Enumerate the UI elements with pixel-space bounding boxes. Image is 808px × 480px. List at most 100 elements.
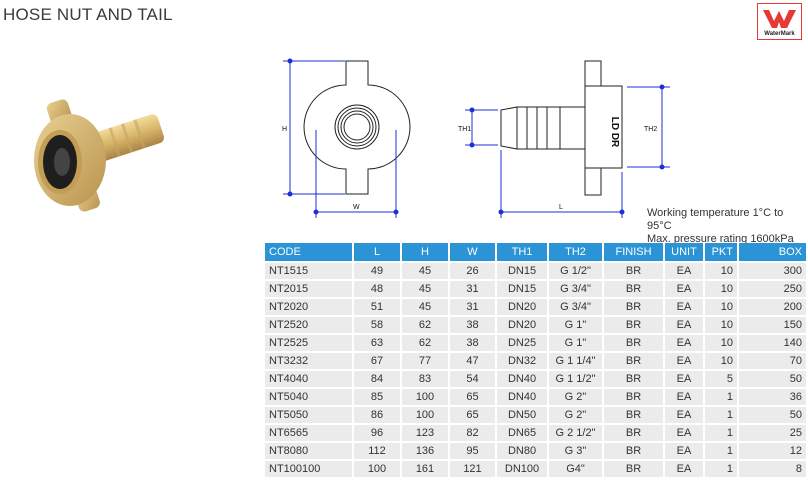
column-header-code: CODE <box>263 243 354 263</box>
cell-w: 38 <box>448 315 497 335</box>
cell-finish: BR <box>602 333 665 353</box>
cell-unit: EA <box>663 369 705 389</box>
cell-unit: EA <box>663 333 705 353</box>
dim-l-label: L <box>559 204 563 211</box>
cell-w: 65 <box>448 387 497 407</box>
cell-code: NT2525 <box>263 333 354 353</box>
cell-th2: G 2 1/2" <box>547 423 604 443</box>
cell-th1: DN15 <box>495 279 549 299</box>
cell-th2: G 2" <box>547 405 604 425</box>
cell-l: 86 <box>352 405 402 425</box>
cell-l: 48 <box>352 279 402 299</box>
cell-l: 51 <box>352 297 402 317</box>
cell-code: NT6565 <box>263 423 354 443</box>
cell-finish: BR <box>602 297 665 317</box>
cell-th2: G 1" <box>547 315 604 335</box>
cell-l: 100 <box>352 459 402 479</box>
cell-code: NT3232 <box>263 351 354 371</box>
dim-w-label: W <box>353 204 360 211</box>
column-header-box: BOX <box>737 243 808 263</box>
cell-pkt: 1 <box>703 441 739 461</box>
cell-h: 100 <box>400 387 450 407</box>
cell-w: 54 <box>448 369 497 389</box>
cell-h: 123 <box>400 423 450 443</box>
cell-finish: BR <box>602 315 665 335</box>
cell-h: 161 <box>400 459 450 479</box>
cell-finish: BR <box>602 261 665 281</box>
cell-h: 45 <box>400 279 450 299</box>
cell-box: 70 <box>737 351 808 371</box>
cell-pkt: 10 <box>703 297 739 317</box>
cell-code: NT2520 <box>263 315 354 335</box>
max-pressure: Max. pressure rating 1600kPa <box>647 233 794 245</box>
cell-unit: EA <box>663 279 705 299</box>
cell-th1: DN50 <box>495 405 549 425</box>
cell-finish: BR <box>602 423 665 443</box>
cell-unit: EA <box>663 423 705 443</box>
cell-l: 63 <box>352 333 402 353</box>
cell-pkt: 10 <box>703 333 739 353</box>
cell-pkt: 1 <box>703 423 739 443</box>
cell-box: 250 <box>737 279 808 299</box>
column-header-th2: TH2 <box>547 243 604 263</box>
cell-th2: G 1" <box>547 333 604 353</box>
cell-th1: DN20 <box>495 315 549 335</box>
page-title: HOSE NUT AND TAIL <box>3 5 173 24</box>
cell-unit: EA <box>663 297 705 317</box>
cell-box: 36 <box>737 387 808 407</box>
cell-h: 136 <box>400 441 450 461</box>
cell-th2: G 1 1/2" <box>547 369 604 389</box>
cell-h: 62 <box>400 315 450 335</box>
cell-box: 50 <box>737 369 808 389</box>
cell-finish: BR <box>602 387 665 407</box>
cell-box: 8 <box>737 459 808 479</box>
cell-box: 50 <box>737 405 808 425</box>
cell-th2: G 1 1/4" <box>547 351 604 371</box>
cell-th1: DN15 <box>495 261 549 281</box>
cell-box: 12 <box>737 441 808 461</box>
cell-th1: DN80 <box>495 441 549 461</box>
cell-h: 45 <box>400 297 450 317</box>
column-header-th1: TH1 <box>495 243 549 263</box>
cell-th2: G 3/4" <box>547 279 604 299</box>
cell-th2: G 3" <box>547 441 604 461</box>
cell-l: 112 <box>352 441 402 461</box>
cell-th1: DN65 <box>495 423 549 443</box>
cell-w: 121 <box>448 459 497 479</box>
cell-code: NT2015 <box>263 279 354 299</box>
logo-text: WaterMark <box>764 31 795 37</box>
cell-unit: EA <box>663 351 705 371</box>
cell-pkt: 1 <box>703 459 739 479</box>
cell-pkt: 1 <box>703 405 739 425</box>
cell-l: 84 <box>352 369 402 389</box>
cell-th2: G 1/2" <box>547 261 604 281</box>
cell-code: NT100100 <box>263 459 354 479</box>
cell-pkt: 10 <box>703 315 739 335</box>
column-header-l: L <box>352 243 402 263</box>
stamp-text: LD DR <box>609 117 620 148</box>
cell-pkt: 10 <box>703 279 739 299</box>
cell-unit: EA <box>663 387 705 407</box>
cell-w: 31 <box>448 297 497 317</box>
cell-finish: BR <box>602 441 665 461</box>
cell-h: 77 <box>400 351 450 371</box>
cell-pkt: 1 <box>703 387 739 407</box>
nut-front-outline <box>303 60 411 195</box>
cell-box: 300 <box>737 261 808 281</box>
cell-unit: EA <box>663 315 705 335</box>
cell-unit: EA <box>663 441 705 461</box>
cell-th1: DN25 <box>495 333 549 353</box>
cell-code: NT1515 <box>263 261 354 281</box>
cell-l: 67 <box>352 351 402 371</box>
cell-th2: G 2" <box>547 387 604 407</box>
watermark-logo: WaterMark <box>757 3 802 40</box>
